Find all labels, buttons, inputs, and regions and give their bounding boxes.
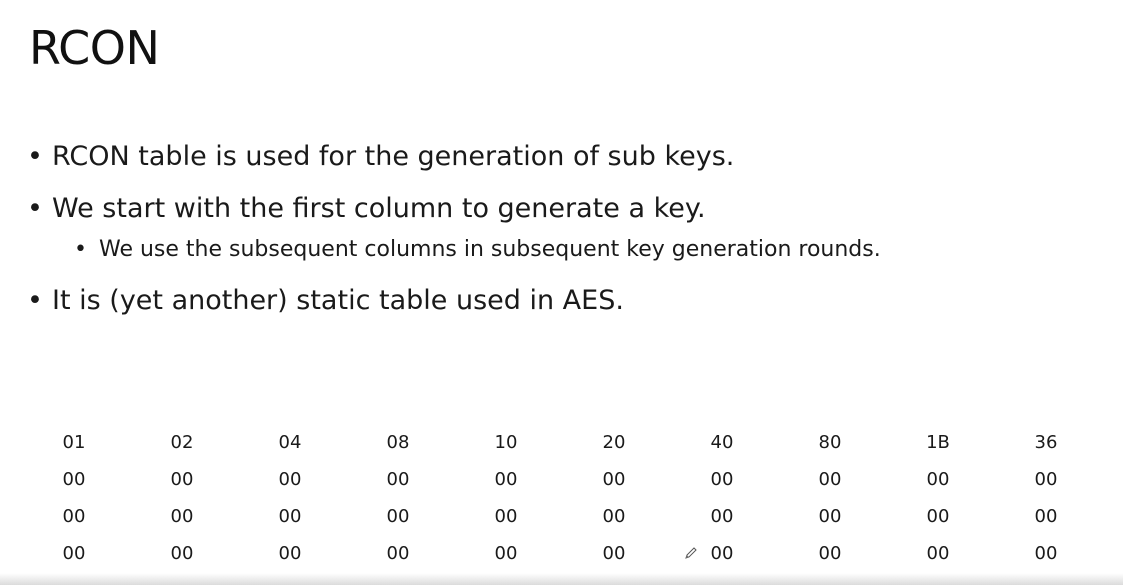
table-cell: 00 [62,543,86,564]
table-cell: 00 [170,469,194,490]
table-cell: 1B [926,432,950,453]
bullet-text: It is (yet another) static table used in… [52,285,624,316]
table-row: 00 00 00 00 00 00 00 00 00 00 [20,461,1100,498]
table-cell: 00 [1034,469,1058,490]
table-cell: 00 [818,469,842,490]
table-cell: 04 [278,432,302,453]
table-cell: 80 [818,432,842,453]
table-cell: 00 [602,543,626,564]
rcon-table: 01 02 04 08 10 20 40 80 1B 36 00 00 00 0… [20,424,1100,572]
table-cell: 00 [710,506,734,527]
table-cell: 00 [494,506,518,527]
table-cell: 00 [818,543,842,564]
table-cell: 08 [386,432,410,453]
table-cell: 00 [170,543,194,564]
table-cell: 00 [62,469,86,490]
table-cell: 00 [602,469,626,490]
table-row: 00 00 00 00 00 00 00 00 00 00 [20,535,1100,572]
table-cell: 00 [494,469,518,490]
bottom-shadow [0,573,1123,585]
sub-bullet-item: • We use the subsequent columns in subse… [74,234,881,266]
table-cell: 00 [386,543,410,564]
bullet-dot: • [74,237,87,262]
table-cell: 00 [386,506,410,527]
table-cell: 00 [926,469,950,490]
bullet-item: • We start with the first column to gene… [27,189,706,229]
bullet-text: We start with the first column to genera… [52,193,706,224]
table-cell: 00 [494,543,518,564]
table-row: 01 02 04 08 10 20 40 80 1B 36 [20,424,1100,461]
table-cell: 36 [1034,432,1058,453]
table-cell: 00 [1034,506,1058,527]
table-cell: 10 [494,432,518,453]
table-cell: 20 [602,432,626,453]
table-cell: 00 [926,506,950,527]
table-cell: 40 [710,432,734,453]
bullet-dot: • [27,141,43,172]
bullet-dot: • [27,285,43,316]
bullet-item: • It is (yet another) static table used … [27,281,624,321]
table-cell: 00 [278,543,302,564]
table-cell: 00 [1034,543,1058,564]
table-cell: 00 [710,469,734,490]
bullet-text: RCON table is used for the generation of… [52,141,735,172]
table-cell: 00 [278,469,302,490]
table-cell: 00 [170,506,194,527]
table-cell: 01 [62,432,86,453]
table-cell: 00 [926,543,950,564]
bullet-dot: • [27,193,43,224]
table-cell: 00 [386,469,410,490]
table-cell: 00 [602,506,626,527]
table-cell: 00 [278,506,302,527]
bullet-item: • RCON table is used for the generation … [27,137,734,177]
table-cell: 02 [170,432,194,453]
pencil-icon [685,547,697,559]
table-cell: 00 [62,506,86,527]
table-row: 00 00 00 00 00 00 00 00 00 00 [20,498,1100,535]
bullet-text: We use the subsequent columns in subsequ… [99,237,881,262]
slide-title: RCON [29,21,160,75]
table-cell: 00 [818,506,842,527]
table-cell: 00 [710,543,734,564]
